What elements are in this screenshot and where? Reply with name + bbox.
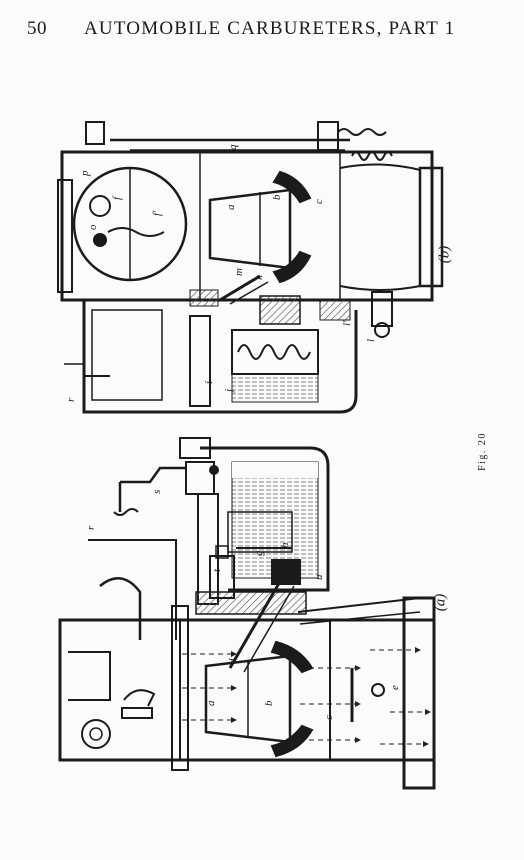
callout-b-b: b [271,194,283,200]
callout-b-l-prime: l' [341,320,353,326]
callout-a-a: a [205,700,217,706]
running-title: AUTOMOBILE CARBURETERS, PART 1 [84,18,456,39]
callout-b-q: q [227,144,239,150]
figure-b-callouts: p f o f' q a b c m k l l' i j r [65,144,377,402]
callout-b-f: f [111,195,123,200]
callout-b-o: o [87,224,99,230]
figure-a-callouts: r s t g h u d a b c e [85,490,401,720]
subfigure-label-a: (a) [432,593,449,612]
callout-b-j: j [223,389,235,394]
callout-a-g: g [253,550,265,556]
callout-a-d: d [227,658,239,664]
callout-b-l: l [365,339,377,342]
callout-a-e: e [389,685,401,690]
figure-a-drawing [58,437,436,790]
callout-b-c: c [313,199,325,204]
callout-b-a: a [225,204,237,210]
callout-a-u: u [313,574,325,580]
callout-a-b: b [263,700,275,706]
page-number: 50 [27,18,47,39]
callout-b-m: m [233,268,245,276]
callout-b-f-prime: f' [151,210,163,216]
callout-b-r: r [65,397,77,402]
subfigure-label-b: (b) [436,245,453,264]
callout-b-p: p [79,170,91,177]
callout-a-c: c [323,715,335,720]
callout-b-k: k [253,274,265,280]
callout-a-s: s [151,490,163,494]
callout-b-i: i [203,381,215,384]
figure-caption: Fig. 20 [476,432,488,471]
page-header: 50 AUTOMOBILE CARBURETERS, PART 1 [0,14,524,44]
callout-a-t: t [211,568,223,572]
figure-b-drawing [57,121,444,414]
callout-a-r: r [85,525,97,530]
callout-a-h: h [279,542,291,548]
